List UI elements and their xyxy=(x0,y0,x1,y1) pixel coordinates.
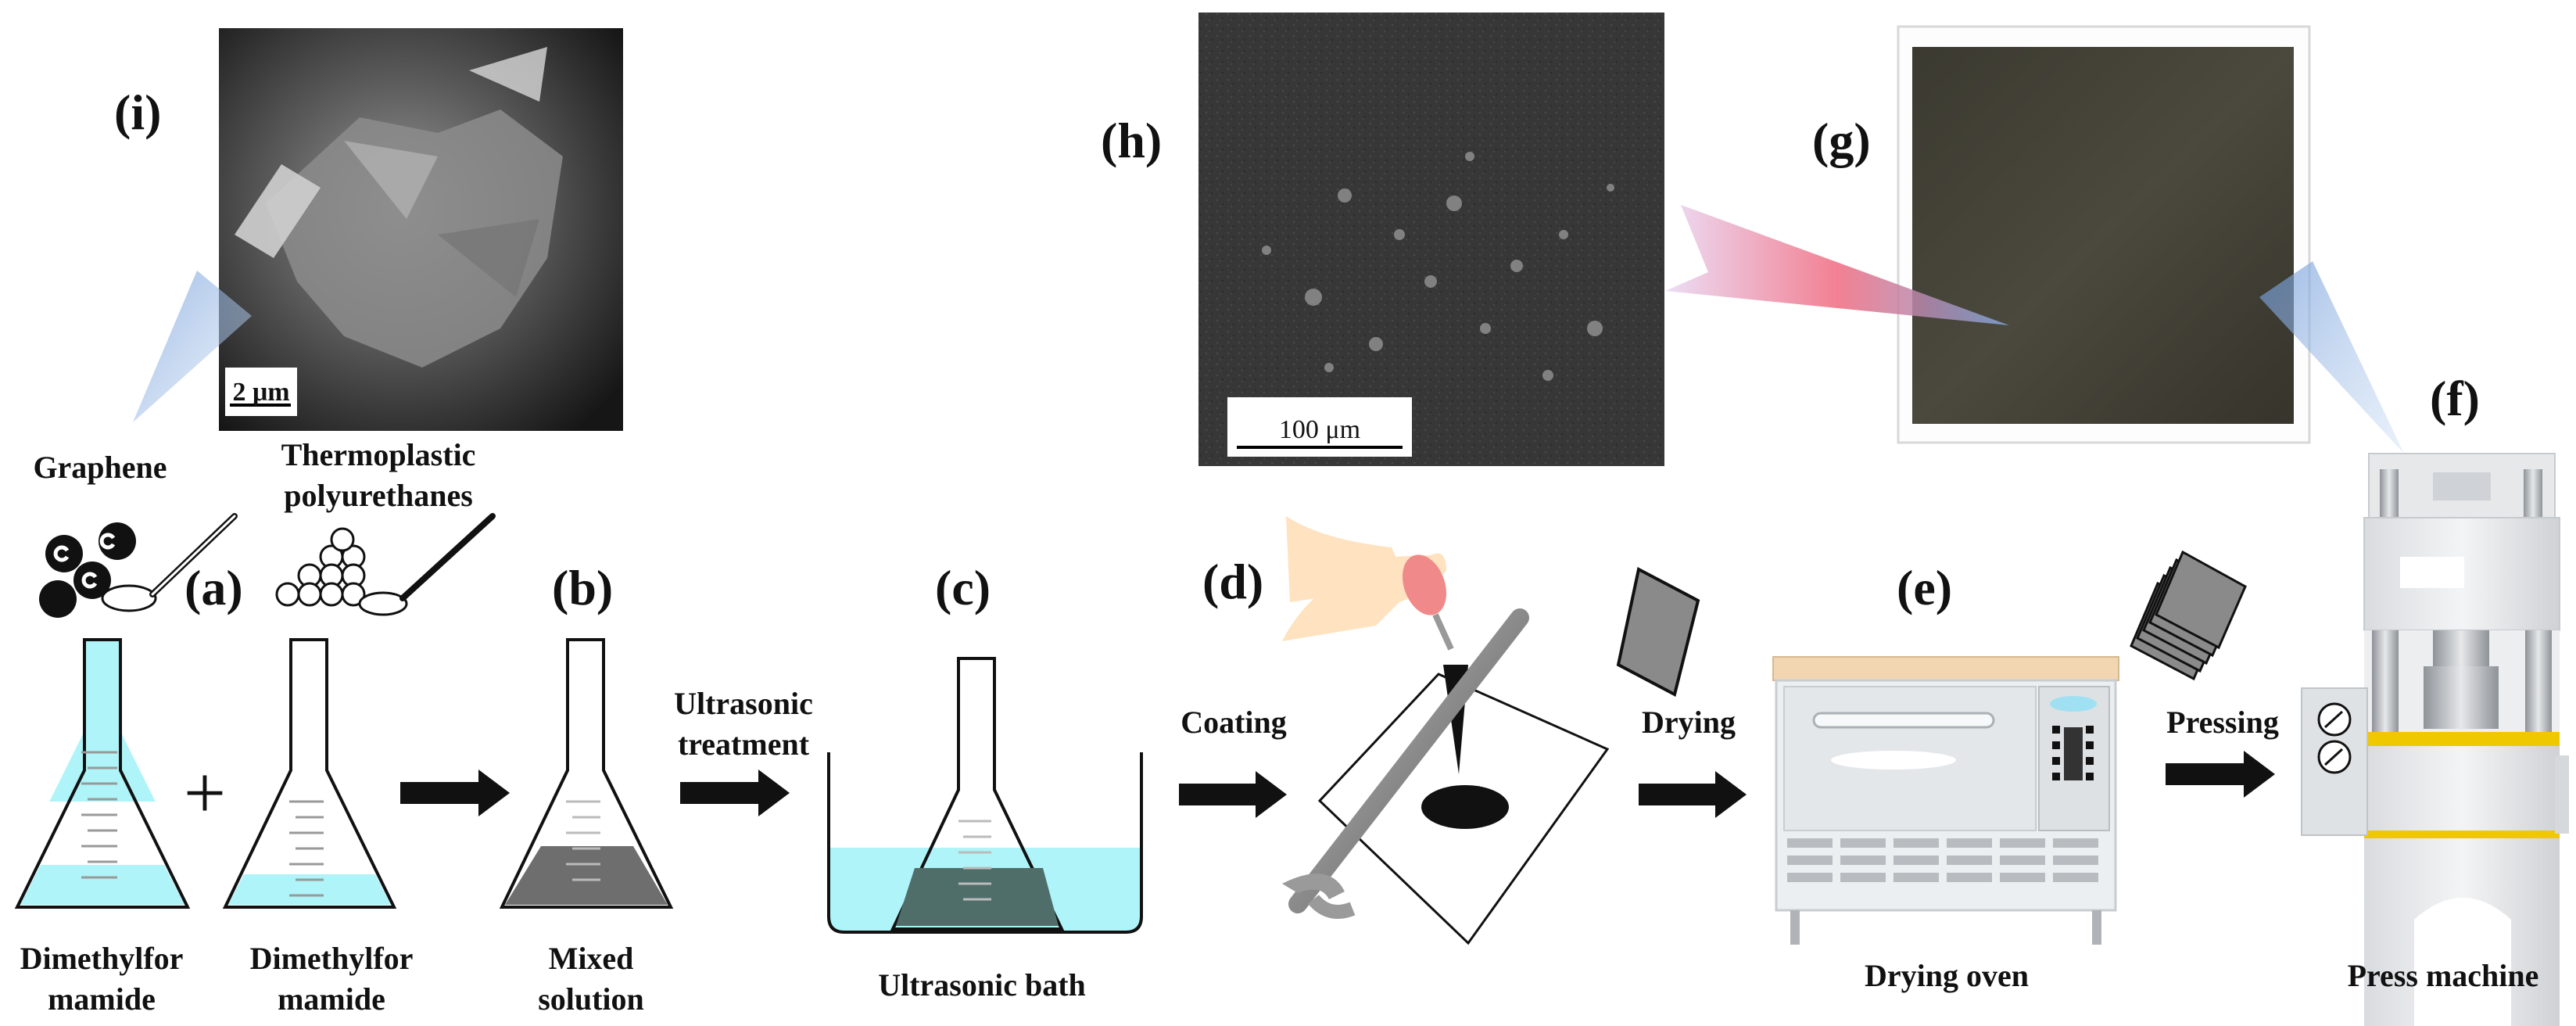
flask1-label: Dimethylfor mamide xyxy=(20,941,184,1017)
sem-image-graphene xyxy=(219,28,623,431)
arrow-pressing xyxy=(2166,751,2275,798)
press-machine-label: Press machine xyxy=(2347,958,2539,993)
beam-g-to-h xyxy=(1665,205,2009,325)
press-machine xyxy=(2301,453,2569,1026)
arrow-drying xyxy=(1639,771,1747,818)
coating-scene xyxy=(1282,516,1610,945)
arrow-mix xyxy=(400,770,510,816)
ultrasonic-bath-label: Ultrasonic bath xyxy=(878,967,1086,1003)
arrow-ultrasonic xyxy=(680,770,790,816)
flask-dmf-1 xyxy=(14,638,191,909)
drying-oven xyxy=(1772,656,2119,945)
ultrasonic-step-label: Ultrasonic treatment xyxy=(674,686,813,762)
scale-bar-i-label: 2 μm xyxy=(232,378,289,407)
graphene-label: Graphene xyxy=(33,450,167,485)
ultrasonic-bath xyxy=(827,657,1143,934)
plus-sign: + xyxy=(184,751,226,834)
flask-dmf-2 xyxy=(222,638,397,909)
film-stack-icon xyxy=(2130,550,2247,681)
graphene-icon xyxy=(39,513,238,618)
film-square-icon xyxy=(1616,567,1700,697)
drying-oven-label: Drying oven xyxy=(1865,958,2029,993)
arrow-coating xyxy=(1179,771,1287,818)
panel-label-c: (c) xyxy=(935,560,991,615)
flask-mixed xyxy=(499,638,674,909)
film-photo xyxy=(1897,25,2311,444)
beam-f-to-g xyxy=(2259,261,2404,454)
sem-image-film-surface xyxy=(1198,13,1664,466)
mixed-label: Mixed solution xyxy=(538,941,644,1017)
panel-label-g: (g) xyxy=(1812,113,1871,168)
panel-label-d: (d) xyxy=(1202,554,1264,609)
coating-step-label: Coating xyxy=(1181,705,1287,740)
panel-label-e: (e) xyxy=(1897,560,1953,615)
tpu-pellets-icon xyxy=(275,513,496,616)
drying-step-label: Drying xyxy=(1642,705,1736,740)
panel-label-h: (h) xyxy=(1101,113,1163,168)
panel-label-f: (f) xyxy=(2430,371,2480,426)
panel-label-b: (b) xyxy=(552,560,614,615)
plus-sign-text: + xyxy=(184,751,226,834)
pressing-step-label: Pressing xyxy=(2166,705,2279,740)
beam-to-i xyxy=(133,271,252,422)
panel-label-a: (a) xyxy=(185,560,243,615)
scale-bar-h-label: 100 μm xyxy=(1279,415,1360,444)
flask2-label: Dimethylfor mamide xyxy=(249,941,414,1017)
panel-label-i: (i) xyxy=(114,84,162,140)
tpu-label: Thermoplastic polyurethanes xyxy=(281,437,476,513)
